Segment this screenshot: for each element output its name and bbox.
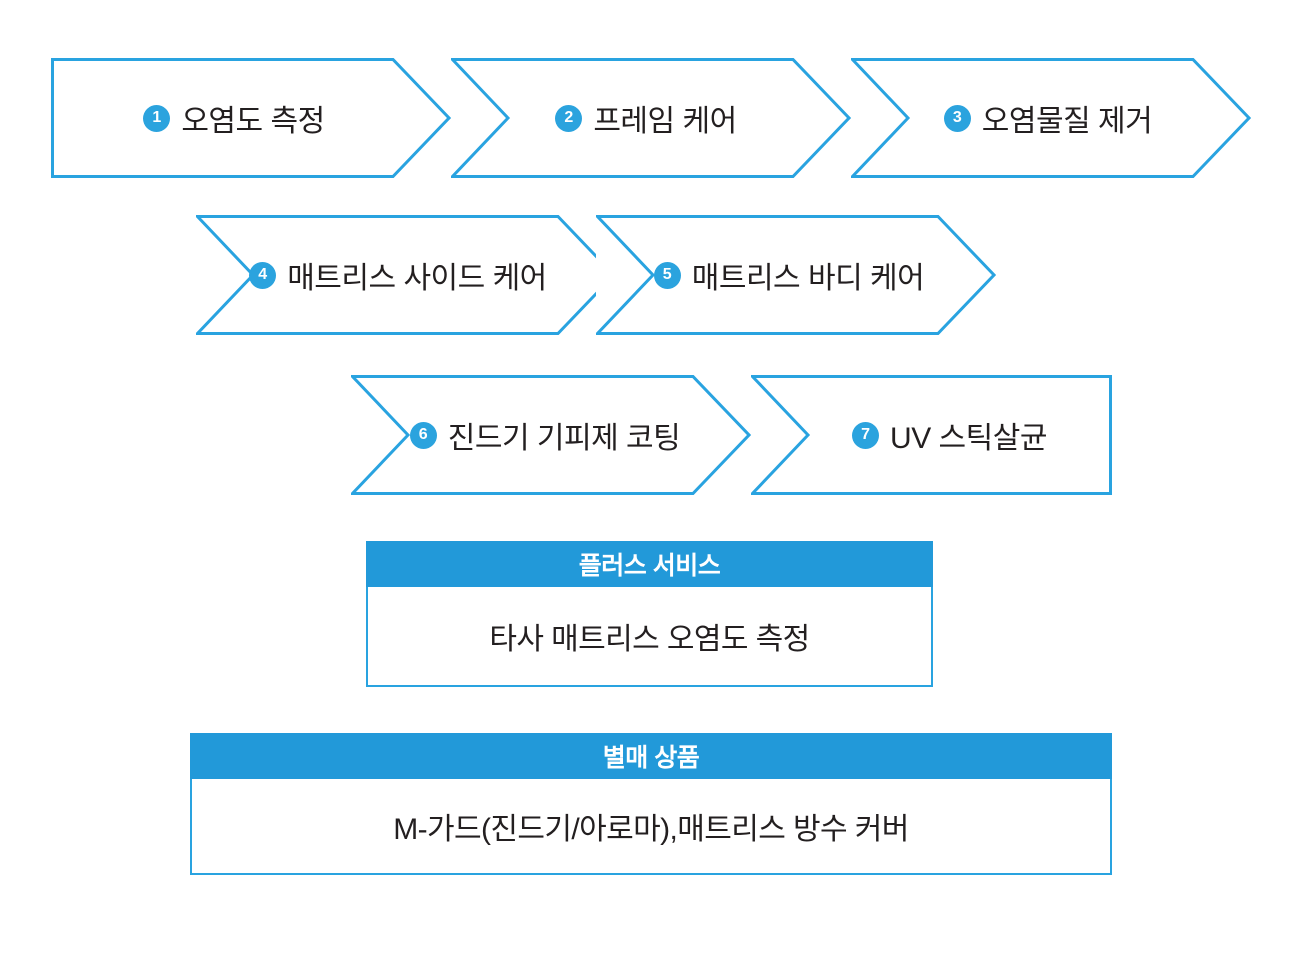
step-label-6: 진드기 기피제 코팅 [447, 422, 681, 455]
flow-step-4[interactable]: 4 매트리스 사이드 케어 [196, 215, 616, 335]
step-number-badge-5: 5 [653, 261, 681, 289]
plus-service-table-header: 플러스 서비스 [366, 541, 933, 587]
step-label-4: 매트리스 사이드 케어 [287, 262, 547, 295]
step-label-1: 오염도 측정 [181, 105, 325, 138]
step-label-2: 프레임 케어 [593, 105, 737, 138]
flow-step-1[interactable]: 1 오염도 측정 [51, 58, 451, 178]
step-number-badge-2: 2 [555, 104, 583, 132]
step-number-badge-4: 4 [249, 261, 277, 289]
separate-sale-table-body: M-가드(진드기/아로마),매트리스 방수 커버 [190, 779, 1112, 875]
flow-step-5[interactable]: 5 매트리스 바디 케어 [596, 215, 996, 335]
separate-sale-table: 별매 상품 M-가드(진드기/아로마),매트리스 방수 커버 [190, 733, 1112, 875]
separate-sale-table-header: 별매 상품 [190, 733, 1112, 779]
flow-step-7[interactable]: 7 UV 스틱살균 [751, 375, 1112, 495]
step-label-3: 오염물질 제거 [981, 105, 1153, 138]
plus-service-table: 플러스 서비스 타사 매트리스 오염도 측정 [366, 541, 933, 687]
flow-step-6[interactable]: 6 진드기 기피제 코팅 [351, 375, 751, 495]
step-number-badge-3: 3 [943, 104, 971, 132]
plus-service-table-body: 타사 매트리스 오염도 측정 [366, 587, 933, 687]
flow-step-2[interactable]: 2 프레임 케어 [451, 58, 851, 178]
step-number-badge-6: 6 [409, 421, 437, 449]
step-label-7: UV 스틱살균 [890, 422, 1047, 455]
flow-step-3[interactable]: 3 오염물질 제거 [851, 58, 1251, 178]
step-label-5: 매트리스 바디 케어 [691, 262, 925, 295]
step-number-badge-1: 1 [143, 104, 171, 132]
step-number-badge-7: 7 [852, 421, 880, 449]
